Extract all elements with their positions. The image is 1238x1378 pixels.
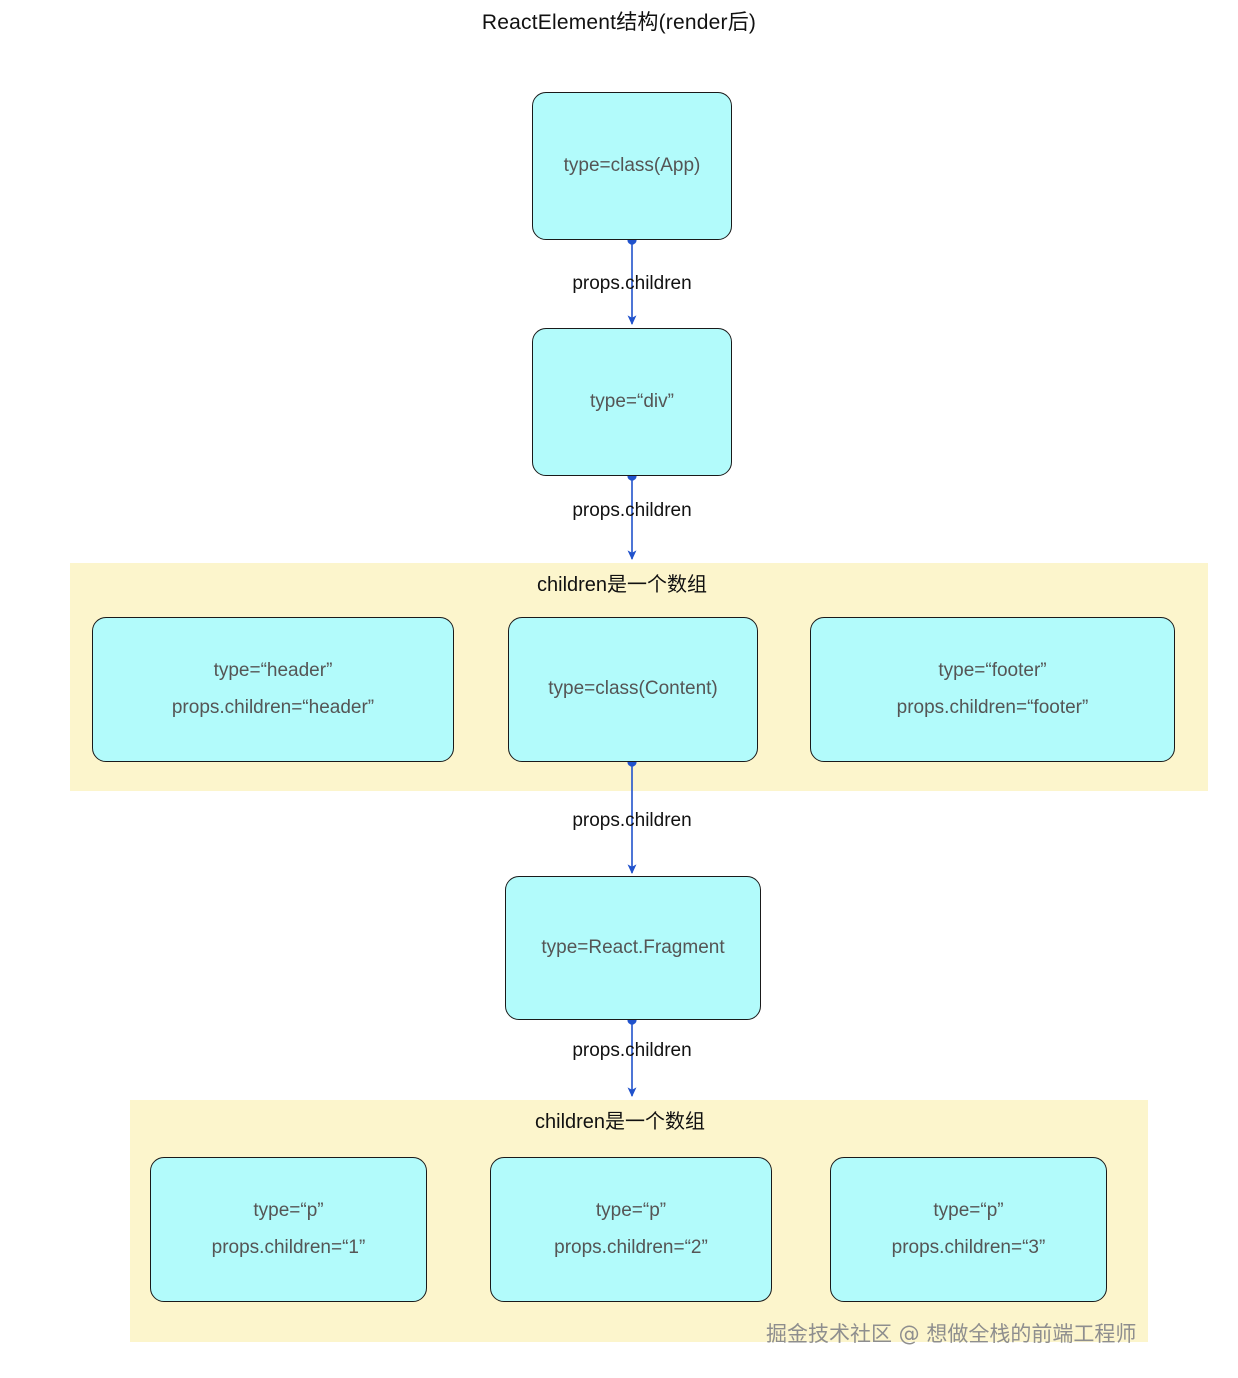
edge-label-div-to-children-array-1: props.children: [572, 500, 692, 521]
node-p3[interactable]: type=“p” props.children=“3”: [830, 1157, 1107, 1302]
node-p3-line-1: type=“p”: [933, 1199, 1004, 1221]
node-p1[interactable]: type=“p” props.children=“1”: [150, 1157, 427, 1302]
page-title: ReactElement结构(render后): [481, 11, 757, 34]
node-footer-line-1: type=“footer”: [938, 659, 1047, 681]
node-p2-line-2: props.children=“2”: [554, 1236, 708, 1258]
node-p3-line-2: props.children=“3”: [891, 1236, 1046, 1258]
node-content-line-1: type=class(Content): [548, 678, 718, 700]
children-array-label-1: children是一个数组: [537, 574, 708, 596]
edge-label-app-to-div: props.children: [572, 273, 692, 294]
node-p1-line-1: type=“p”: [253, 1199, 324, 1221]
edge-label-content-to-fragment: props.children: [572, 810, 692, 831]
children-array-label-2: children是一个数组: [535, 1111, 706, 1133]
node-div[interactable]: type=“div”: [532, 328, 732, 476]
node-p2-line-1: type=“p”: [595, 1199, 667, 1221]
node-app-line-1: type=class(App): [563, 154, 701, 176]
node-header-line-2: props.children=“header”: [171, 696, 375, 718]
node-div-line-1: type=“div”: [590, 390, 674, 412]
node-header-line-1: type=“header”: [213, 659, 333, 681]
edge-label-fragment-to-children-array-2: props.children: [572, 1040, 692, 1061]
node-p2[interactable]: type=“p” props.children=“2”: [490, 1157, 772, 1302]
node-content[interactable]: type=class(Content): [508, 617, 758, 762]
node-p1-line-2: props.children=“1”: [211, 1236, 366, 1258]
node-fragment[interactable]: type=React.Fragment: [505, 876, 761, 1020]
node-footer-line-2: props.children=“footer”: [896, 696, 1089, 718]
node-fragment-line-1: type=React.Fragment: [541, 936, 725, 958]
node-header[interactable]: type=“header” props.children=“header”: [92, 617, 454, 762]
watermark: 掘金技术社区 @ 想做全栈的前端工程师: [766, 1322, 1137, 1346]
node-app[interactable]: type=class(App): [532, 92, 732, 240]
node-footer[interactable]: type=“footer” props.children=“footer”: [810, 617, 1175, 762]
